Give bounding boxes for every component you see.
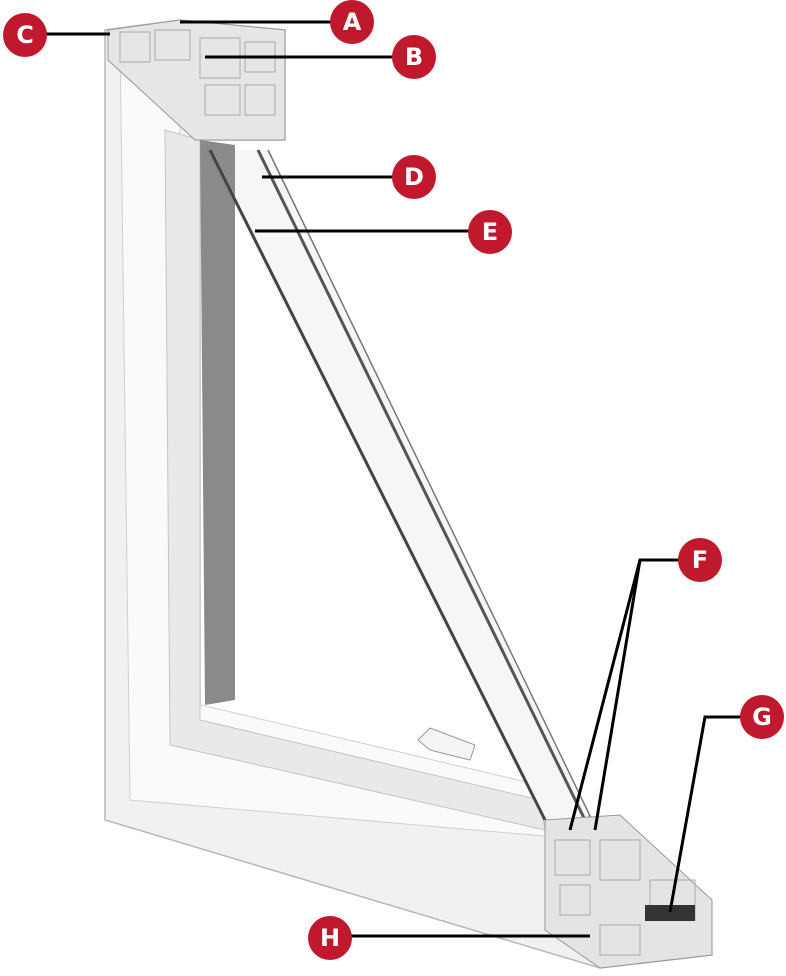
glass-line-2 bbox=[256, 149, 587, 821]
label-badge-a: A bbox=[330, 0, 374, 44]
leader-lines bbox=[42, 20, 746, 938]
label-badge-h: H bbox=[308, 916, 352, 960]
bottom-dark-chamber bbox=[645, 905, 695, 921]
glass-line-3 bbox=[267, 149, 593, 821]
spacer-shadow bbox=[200, 140, 235, 705]
label-badge-c: C bbox=[3, 13, 47, 57]
label-badge-f: F bbox=[678, 538, 722, 582]
label-badge-d: D bbox=[392, 155, 436, 199]
label-badge-e: E bbox=[468, 210, 512, 254]
glass-pane bbox=[210, 150, 590, 820]
label-badge-b: B bbox=[392, 35, 436, 79]
top-profile-section bbox=[107, 19, 286, 141]
label-badge-g: G bbox=[740, 695, 784, 739]
glass-line-1 bbox=[208, 149, 547, 821]
latch-handle bbox=[417, 727, 476, 761]
bottom-profile-section bbox=[544, 814, 713, 969]
